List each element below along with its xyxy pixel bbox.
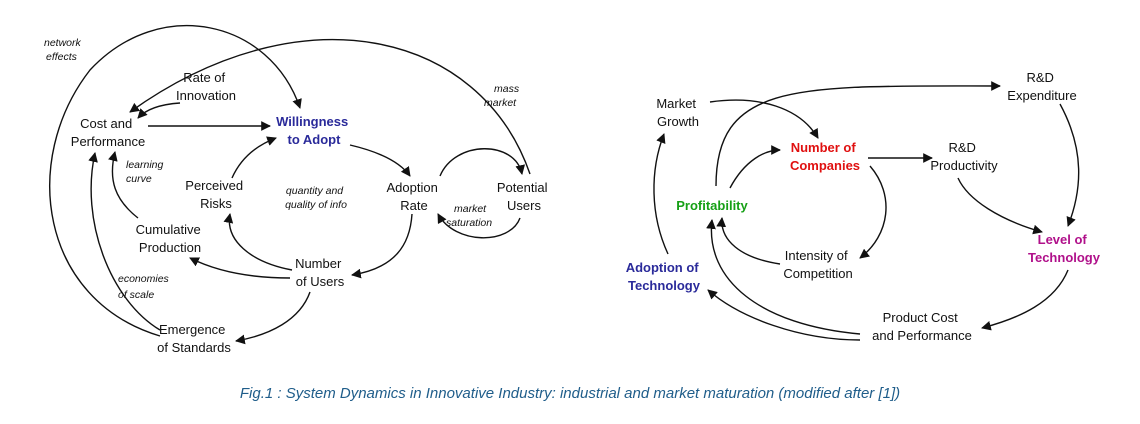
- link-market-growth-to-companies: [709, 99, 819, 139]
- annotation-mass-market: mass market: [484, 83, 522, 109]
- node-rate-innovation: Rate of Innovation: [176, 70, 236, 103]
- link-level-to-product-cost: [981, 269, 1069, 331]
- node-perceived-risks: Perceived Risks: [185, 178, 246, 211]
- node-adoption-rate: Adoption Rate: [387, 180, 442, 213]
- link-users-to-cumulative: [189, 257, 291, 279]
- link-product-cost-to-profitability: [706, 219, 861, 335]
- link-innovation-to-cost: [137, 102, 181, 119]
- figure-caption: Fig.1 : System Dynamics in Innovative In…: [240, 385, 900, 402]
- node-adoption-technology: Adoption of Technology: [626, 260, 703, 293]
- node-number-companies: Number of Companies: [790, 140, 860, 173]
- right-diagram-links: [653, 81, 1080, 341]
- node-level-technology: Level of Technology: [1028, 232, 1101, 265]
- node-intensity-competition: Intensity of Competition: [783, 248, 852, 281]
- link-companies-to-competition: [859, 165, 887, 259]
- link-users-to-risks: [223, 213, 293, 271]
- node-rd-productivity: R&D Productivity: [930, 140, 998, 173]
- left-diagram-links: [49, 24, 531, 345]
- link-network-effects: [49, 24, 302, 337]
- node-potential-users: Potential Users: [497, 180, 551, 213]
- link-learning-curve: [108, 151, 139, 219]
- link-profitability-to-rd-expenditure: [715, 81, 1001, 187]
- annotation-economies-scale: economies of scale: [118, 273, 172, 301]
- link-economies-of-scale: [88, 152, 161, 331]
- node-number-users: Number of Users: [295, 256, 345, 289]
- link-users-to-standards: [235, 291, 311, 345]
- link-adoption-to-users: [351, 213, 413, 279]
- node-willingness: Willingness to Adopt: [276, 114, 352, 147]
- node-profitability: Profitability: [676, 198, 748, 213]
- left-diagram-annotations: network effects mass market learning cur…: [44, 37, 522, 301]
- node-cumulative-production: Cumulative Production: [136, 222, 205, 255]
- link-adoption-to-market-growth: [653, 133, 669, 255]
- link-adoption-to-potential: [439, 148, 526, 177]
- link-rd-productivity-to-level: [957, 177, 1043, 235]
- node-cost-performance: Cost and Performance: [71, 116, 145, 149]
- node-market-growth: Market Growth: [656, 96, 699, 129]
- annotation-market-saturation: market saturation: [446, 203, 492, 229]
- link-competition-to-profitability: [716, 217, 781, 265]
- node-product-cost: Product Cost and Performance: [872, 310, 972, 343]
- link-potential-to-adoption: [437, 213, 521, 239]
- right-diagram-nodes: Market Growth R&D Expenditure Number of …: [626, 70, 1101, 343]
- annotation-network-effects: network effects: [44, 37, 84, 63]
- link-profitability-to-companies: [729, 145, 781, 189]
- annotation-learning-curve: learning curve: [126, 159, 166, 185]
- link-willingness-to-adoption: [349, 144, 411, 177]
- link-product-cost-to-adoption: [707, 289, 861, 341]
- node-emergence-standards: Emergence of Standards: [157, 322, 231, 355]
- link-rd-expenditure-to-level: [1059, 103, 1080, 227]
- link-risks-to-willingness: [231, 136, 277, 179]
- node-rd-expenditure: R&D Expenditure: [1007, 70, 1076, 103]
- link-mass-market: [129, 38, 531, 175]
- annotation-quantity-quality: quantity and quality of info: [285, 185, 347, 211]
- left-diagram-nodes: Cost and Performance Rate of Innovation …: [71, 70, 551, 355]
